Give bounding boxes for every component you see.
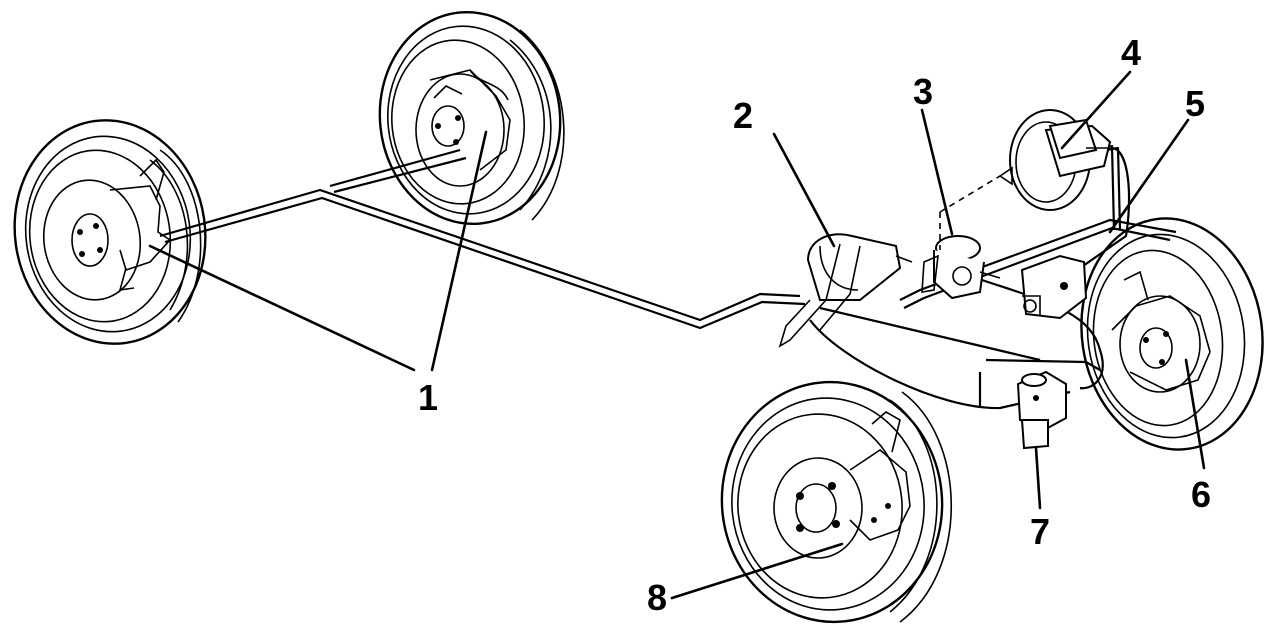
callout-8: 8 bbox=[647, 577, 667, 618]
left-front-wheel bbox=[720, 380, 953, 624]
brake-booster bbox=[998, 109, 1112, 211]
right-front-brake-caliper bbox=[1111, 270, 1211, 391]
sensor-unit bbox=[1016, 370, 1067, 450]
right-rear-wheel bbox=[378, 10, 565, 226]
leader-lines bbox=[148, 70, 1206, 600]
callout-3: 3 bbox=[913, 71, 933, 112]
brake-lines bbox=[159, 144, 1177, 410]
callout-2: 2 bbox=[733, 95, 753, 136]
left-rear-brake-assembly bbox=[109, 158, 172, 291]
left-rear-wheel bbox=[13, 119, 207, 345]
hydraulic-control-unit bbox=[1020, 254, 1088, 320]
callout-6: 6 bbox=[1191, 474, 1211, 515]
callout-4: 4 bbox=[1121, 32, 1141, 73]
callout-1: 1 bbox=[418, 377, 438, 418]
callout-7: 7 bbox=[1030, 511, 1050, 552]
left-front-brake-caliper bbox=[849, 411, 911, 541]
right-front-wheel bbox=[1080, 217, 1264, 451]
callout-numbers: 1 2 3 4 5 6 7 8 bbox=[418, 32, 1211, 618]
callout-5: 5 bbox=[1185, 83, 1205, 124]
proportioning-valve bbox=[778, 233, 913, 348]
brake-pressure-valve bbox=[921, 175, 1001, 300]
right-rear-brake-assembly bbox=[415, 69, 511, 187]
